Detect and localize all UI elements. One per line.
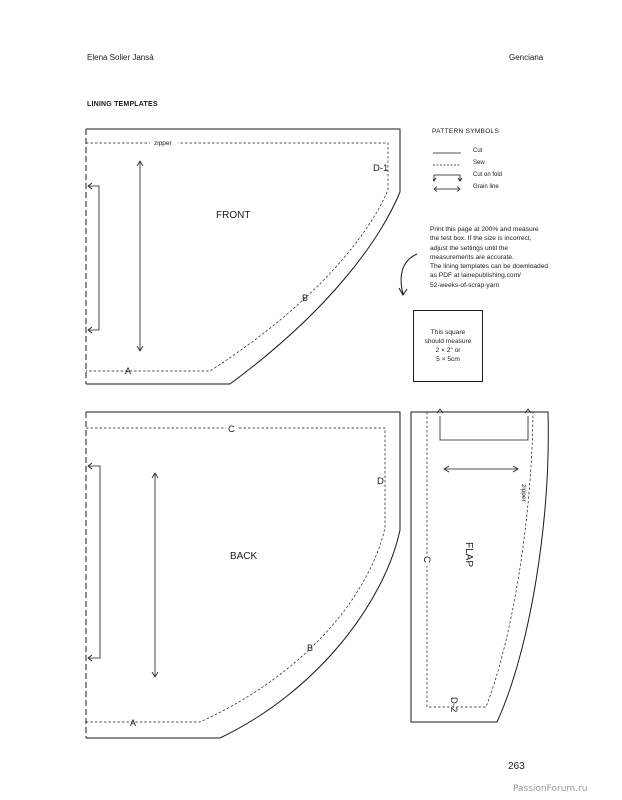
test-square-line: 2 × 2" or	[435, 347, 461, 354]
flap-fold-arrow-icon	[524, 408, 532, 414]
front-sew-line	[86, 142, 389, 372]
front-fold-arrow-icon	[87, 182, 93, 190]
author-name: Elena Solier Jansà	[87, 53, 154, 62]
flap-title: FLAP	[463, 542, 474, 567]
grain-arrow-icon	[136, 160, 144, 167]
instruction-line: Print this page at 200% and measure	[430, 226, 539, 233]
grain-arrow-icon	[512, 465, 519, 473]
flap-cut-line	[410, 411, 549, 723]
grain-arrow-icon	[151, 472, 159, 479]
page-number: 263	[508, 761, 525, 772]
grain-arrow-icon	[136, 345, 144, 352]
front-zipper-label-bg	[150, 138, 178, 147]
grain-arrow-icon	[151, 671, 159, 678]
pattern-name: Genciana	[509, 53, 544, 62]
flap-zipper-label: zipper	[520, 484, 527, 503]
flap-fold-arrow-icon	[436, 408, 444, 414]
grain-arrow-icon	[443, 465, 450, 473]
back-piece: C D BACK B A	[85, 411, 401, 739]
back-a-label: A	[130, 718, 136, 728]
test-square: This square should measure 2 × 2" or 5 ×…	[413, 310, 483, 382]
legend-label-cut: Cut	[473, 148, 483, 154]
front-a-label: A	[125, 366, 131, 376]
legend-item-grain-line: Grain line	[430, 183, 540, 195]
back-fold-arrow-icon	[87, 462, 93, 470]
legend-label-cut-on-fold: Cut on fold	[473, 172, 503, 178]
back-c-label-bg	[226, 423, 238, 434]
test-square-line: This square	[430, 329, 466, 336]
legend-label-sew: Sew	[473, 160, 485, 166]
flap-piece: C FLAP zipper D-2	[410, 408, 549, 723]
flap-fold-bracket	[439, 416, 529, 441]
grain-line-icon	[433, 186, 461, 192]
section-title: LINING TEMPLATES	[87, 101, 158, 108]
test-square-line: 5 × 5cm	[436, 356, 460, 363]
pattern-symbols-title: PATTERN SYMBOLS	[432, 128, 500, 135]
instruction-line: as PDF at lainepublishing.com/	[430, 272, 521, 280]
front-d1-label: D-1	[373, 163, 388, 174]
back-c-label: C	[228, 424, 235, 435]
back-d-label: D	[377, 476, 384, 487]
legend-item-cut: Cut	[430, 147, 540, 159]
back-fold-bracket	[89, 465, 101, 659]
curved-arrow-icon	[398, 253, 418, 296]
back-b-label: B	[307, 643, 313, 653]
dashed-line-icon	[433, 164, 461, 166]
flap-c-label-bg	[422, 554, 433, 566]
test-square-line: should measure	[424, 338, 472, 345]
front-piece: zipper D-1 FRONT B A	[85, 128, 401, 385]
flap-c-label: C	[421, 556, 432, 563]
instruction-line: The lining templates can be downloaded	[430, 263, 549, 271]
legend-label-grain-line: Grain line	[473, 184, 499, 190]
front-fold-arrow-icon	[87, 326, 93, 334]
back-title: BACK	[230, 551, 258, 562]
back-cut-line	[86, 411, 401, 739]
solid-line-icon	[433, 152, 461, 154]
front-title: FRONT	[216, 210, 250, 221]
instruction-line: measurements are accurate.	[430, 253, 514, 261]
pattern-symbols-legend: Cut Sew Cut on fold Grain line	[430, 147, 540, 195]
watermark: PassionForum.ru	[513, 784, 588, 794]
front-b-label: B	[302, 293, 308, 303]
flap-d2-label: D-2	[448, 697, 459, 712]
legend-item-cut-on-fold: Cut on fold	[430, 171, 540, 183]
instruction-line: the test box. If the size is incorrect,	[430, 235, 532, 243]
front-fold-bracket	[89, 185, 100, 331]
back-sew-line	[86, 427, 386, 723]
flap-sew-line	[426, 411, 534, 708]
download-link[interactable]: 52-weeks-of-scrap-yarn	[430, 281, 500, 289]
front-cut-line	[86, 128, 401, 385]
cut-on-fold-icon	[433, 174, 463, 182]
front-zipper-label: zipper	[154, 140, 173, 147]
instruction-line: adjust the settings until the	[430, 244, 509, 252]
back-fold-arrow-icon	[87, 654, 93, 662]
legend-item-sew: Sew	[430, 159, 540, 171]
print-instructions: Print this page at 200% and measure the …	[430, 225, 570, 290]
